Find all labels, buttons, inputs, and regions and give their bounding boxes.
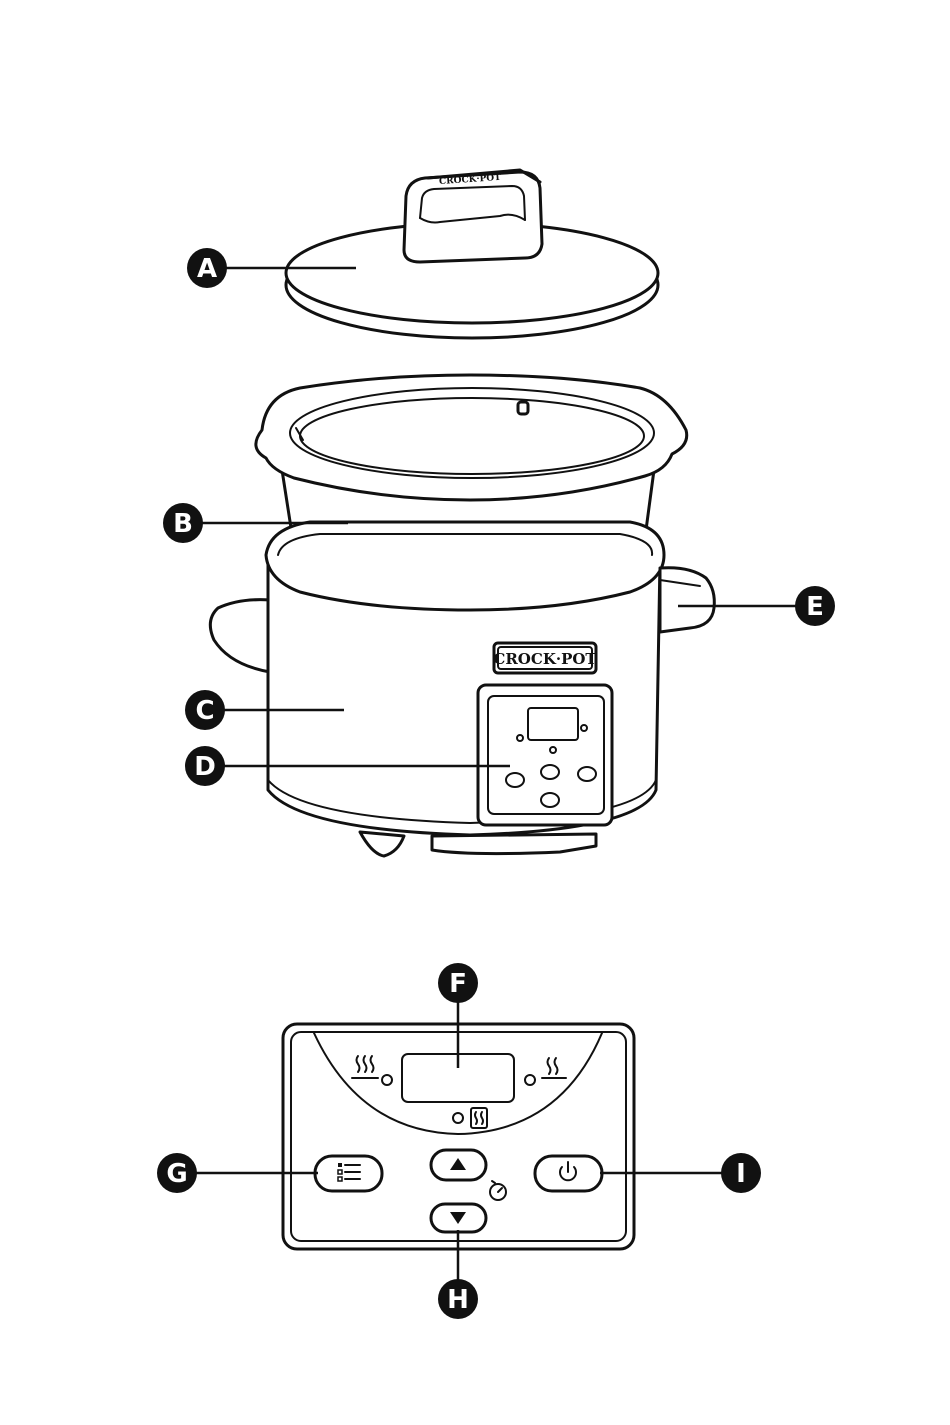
label-h: H: [447, 1285, 469, 1315]
label-a: A: [197, 254, 217, 284]
power-button[interactable]: [535, 1156, 602, 1191]
up-button[interactable]: [431, 1150, 486, 1180]
brand-logo-text: CROCK·POT: [493, 650, 597, 668]
label-d: D: [194, 752, 216, 782]
brand-logo-plate: CROCK·POT: [493, 643, 597, 673]
label-i: I: [736, 1159, 746, 1189]
lid-handle: CROCK·POT: [404, 170, 542, 262]
lid: CROCK·POT: [286, 170, 658, 338]
label-e: E: [806, 592, 824, 622]
label-g: G: [166, 1159, 187, 1189]
down-button[interactable]: [431, 1204, 486, 1232]
label-b: B: [173, 509, 193, 539]
menu-button[interactable]: [315, 1156, 382, 1191]
housing-base: [210, 522, 714, 856]
label-f: F: [449, 969, 467, 999]
control-panel-small: [478, 685, 612, 825]
label-c: C: [195, 696, 214, 726]
menu-icon: [338, 1163, 360, 1181]
